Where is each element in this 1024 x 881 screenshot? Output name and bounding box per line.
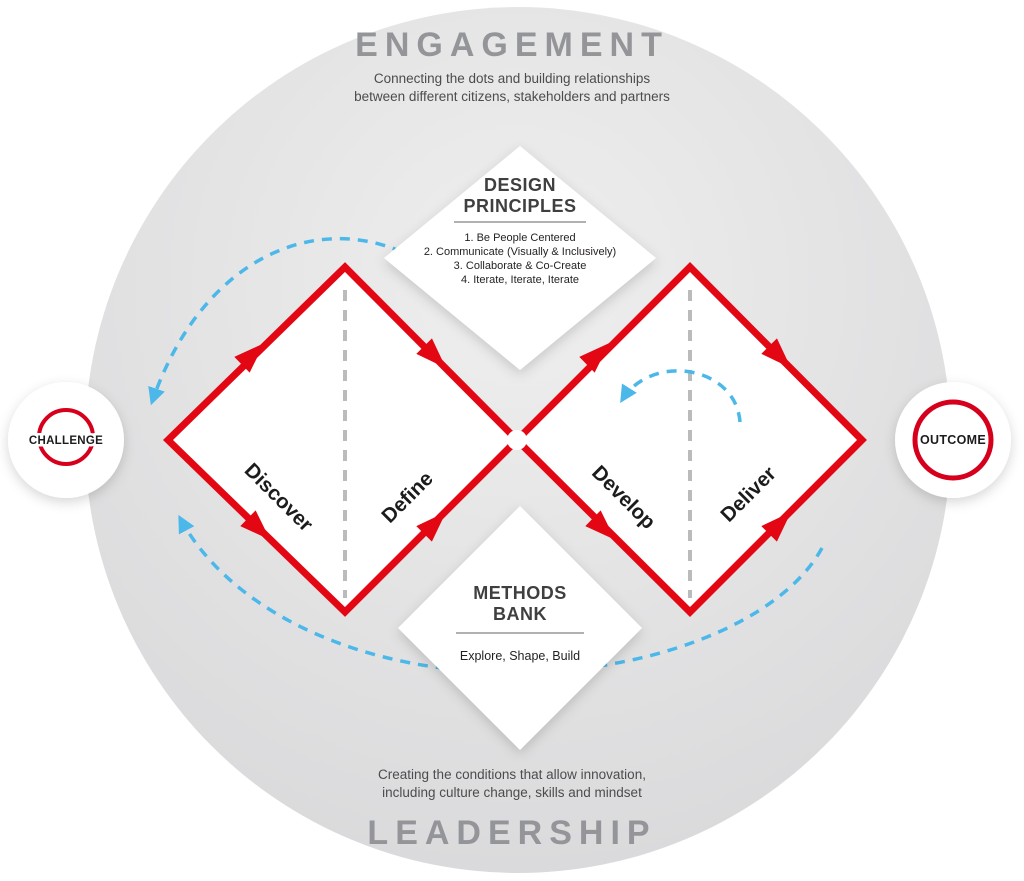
design-principle-item: 1. Be People Centered (464, 232, 575, 244)
challenge-circle (8, 382, 124, 498)
flow-arrows (234, 338, 792, 542)
flow-arrow-icon (240, 510, 271, 540)
design-principle-item: 3. Collaborate & Co-Create (454, 260, 587, 272)
iteration-arc-top-left (148, 237, 403, 406)
methods-bank-diamond (398, 506, 642, 750)
design-principle-item: 4. Iterate, Iterate, Iterate (461, 274, 579, 286)
leadership-subtitle-line2: including culture change, skills and min… (382, 785, 642, 800)
design-principle-item: 2. Communicate (Visually & Inclusively) (424, 246, 616, 258)
methods-bank-title-line2: BANK (493, 604, 547, 624)
engagement-title: ENGAGEMENT (355, 26, 669, 64)
outcome-node: OUTCOME (895, 382, 1011, 498)
flow-arrow-icon (761, 338, 791, 369)
challenge-ring-icon (37, 408, 95, 466)
design-principles-title-line2: PRINCIPLES (463, 196, 576, 216)
leadership-subtitle-line1: Creating the conditions that allow innov… (378, 767, 646, 782)
flow-arrow-icon (234, 343, 265, 373)
engagement-subtitle-line2: between different citizens, stakeholders… (354, 89, 670, 104)
flow-arrow-icon (579, 343, 610, 373)
challenge-node: CHALLENGE (8, 382, 124, 498)
flow-arrow-icon (416, 511, 447, 542)
outcome-label: OUTCOME (920, 433, 986, 447)
engagement-header: ENGAGEMENT Connecting the dots and build… (354, 26, 670, 104)
leadership-footer: Creating the conditions that allow innov… (367, 767, 656, 852)
methods-bank-content: METHODS BANK Explore, Shape, Build (456, 583, 584, 663)
center-junction-dot (507, 430, 527, 450)
leadership-title: LEADERSHIP (367, 814, 656, 852)
methods-bank-title-line1: METHODS (473, 583, 567, 603)
flow-arrow-icon (416, 338, 446, 369)
flow-arrow-icon (761, 511, 792, 542)
flow-arrow-icon (585, 510, 616, 540)
iteration-arc-develop (620, 369, 742, 423)
challenge-label: CHALLENGE (29, 435, 103, 447)
design-principles-content: DESIGN PRINCIPLES 1. Be People Centered … (424, 175, 616, 286)
outcome-circle (895, 382, 1011, 498)
outcome-ring-icon (912, 399, 994, 481)
methods-bank-items: Explore, Shape, Build (460, 649, 580, 663)
engagement-subtitle-line1: Connecting the dots and building relatio… (374, 71, 650, 86)
design-principles-title-line1: DESIGN (484, 175, 556, 195)
design-principles-diamond (384, 146, 656, 370)
